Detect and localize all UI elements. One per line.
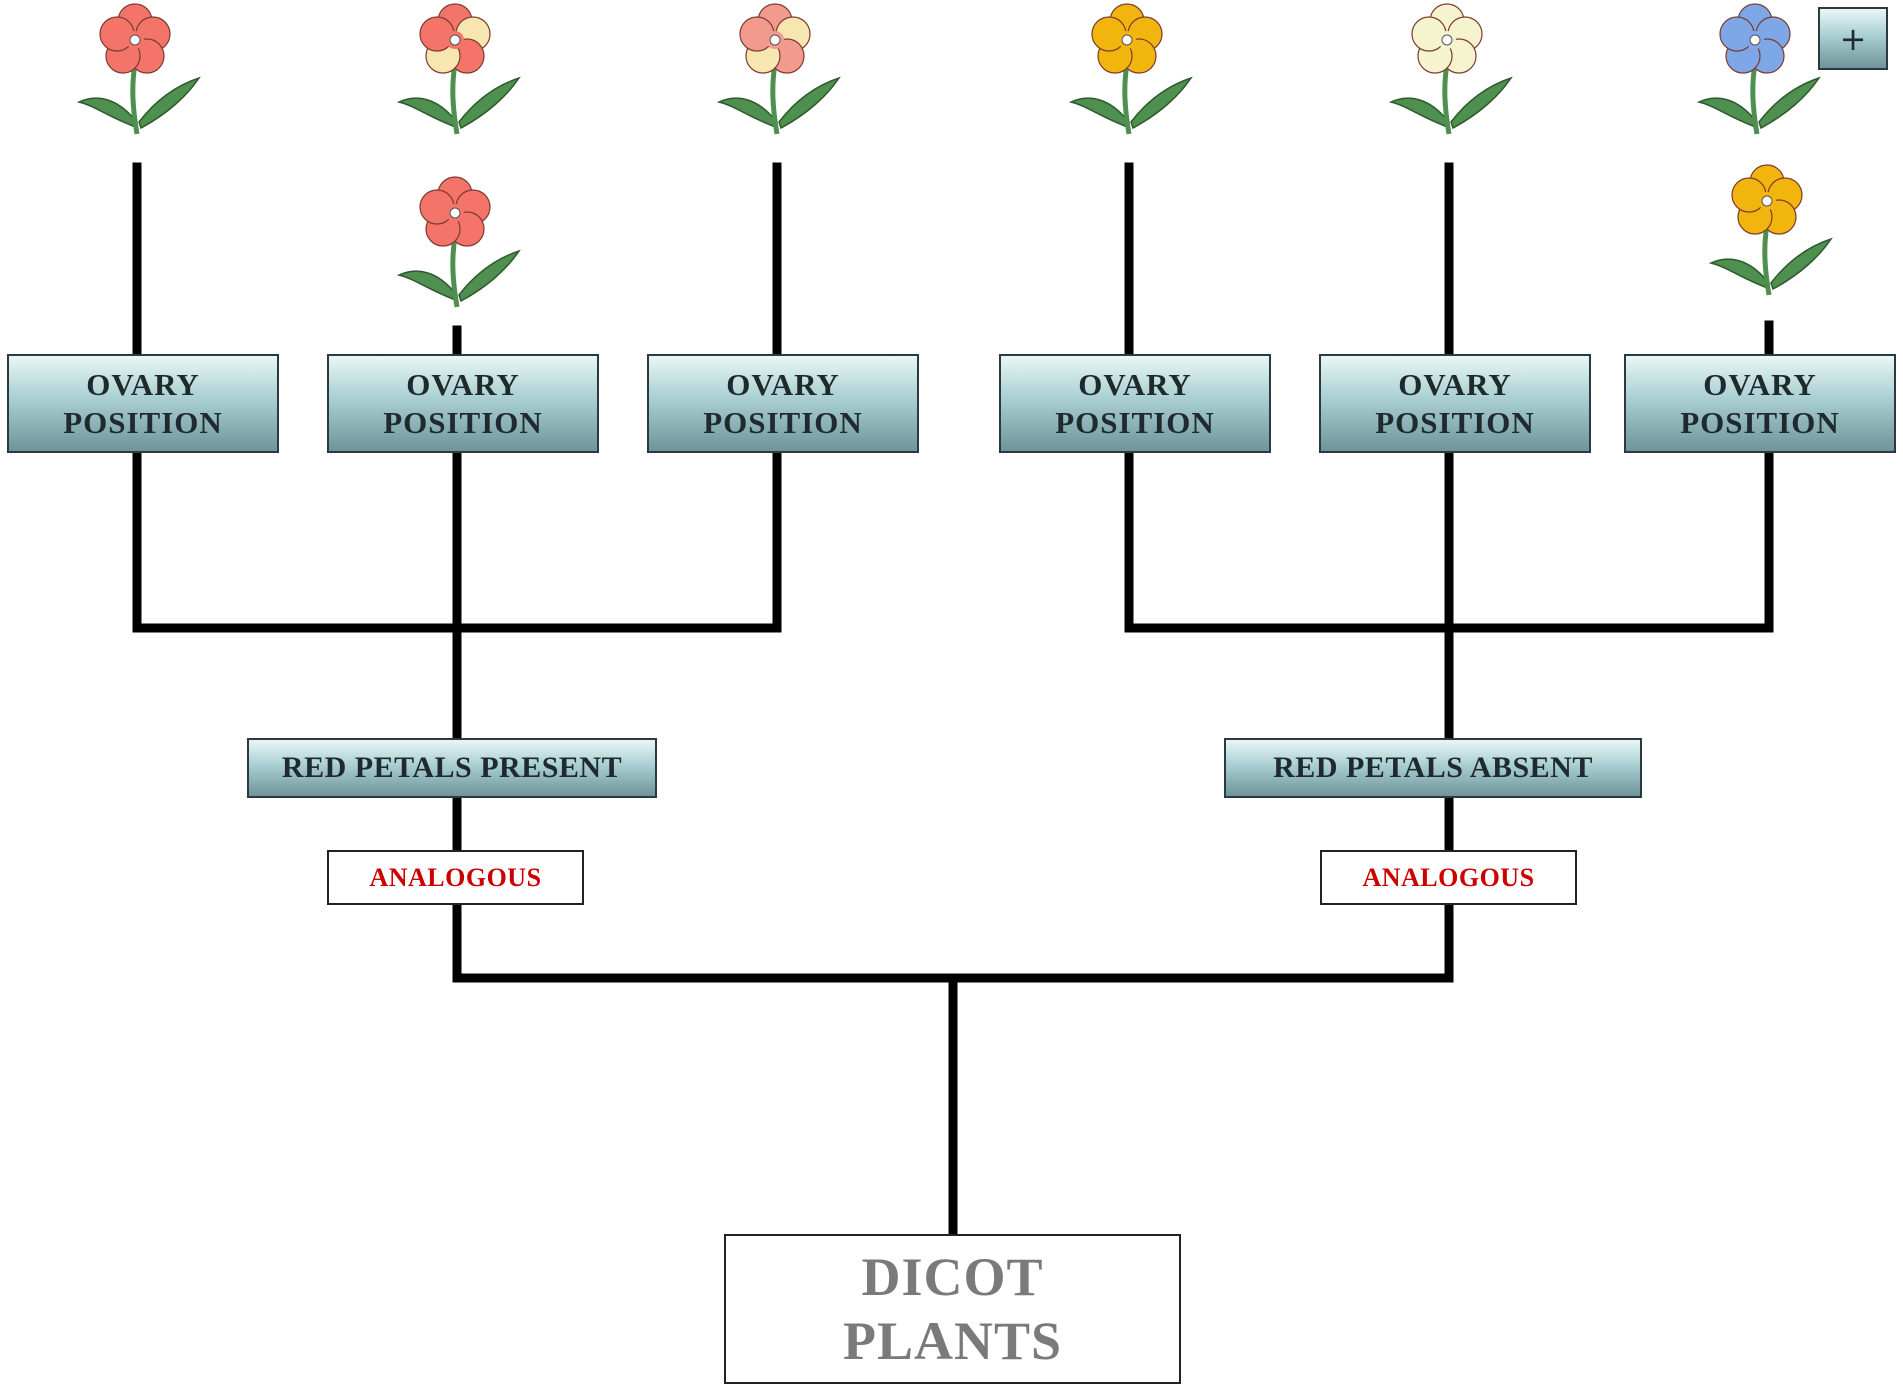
analogous-text: ANALOGOUS xyxy=(369,862,542,892)
node-label: OVARY xyxy=(406,366,520,402)
node-label: OVARY xyxy=(1078,366,1192,402)
node-label: OVARY xyxy=(1703,366,1817,402)
flower-4-icon xyxy=(716,3,841,135)
flower-8-icon xyxy=(1708,164,1833,296)
flower-2-icon xyxy=(396,3,521,135)
root-label: DICOT xyxy=(861,1247,1044,1307)
add-button[interactable]: + xyxy=(1818,7,1888,70)
node-label: POSITION xyxy=(383,404,543,440)
node-label: POSITION xyxy=(1055,404,1215,440)
node-label: POSITION xyxy=(1375,404,1535,440)
node-label: OVARY xyxy=(86,366,200,402)
flower-6-icon xyxy=(1388,3,1513,135)
node-label: POSITION xyxy=(63,404,223,440)
node-label: OVARY xyxy=(726,366,840,402)
node-label: RED PETALS ABSENT xyxy=(1273,751,1593,784)
plus-icon: + xyxy=(1839,19,1867,58)
node-label: POSITION xyxy=(1680,404,1840,440)
red-petals-absent-node[interactable]: RED PETALS ABSENT xyxy=(1224,738,1642,798)
node-label: RED PETALS PRESENT xyxy=(281,751,623,784)
analogous-label-left: ANALOGOUS xyxy=(327,850,584,905)
flower-7-icon xyxy=(1696,3,1821,135)
flower-1-icon xyxy=(76,3,201,135)
analogous-label-right: ANALOGOUS xyxy=(1320,850,1577,905)
root-label: PLANTS xyxy=(842,1311,1063,1371)
flower-5-icon xyxy=(1068,3,1193,135)
analogous-text: ANALOGOUS xyxy=(1362,862,1535,892)
node-label: POSITION xyxy=(703,404,863,440)
flower-3-icon xyxy=(396,176,521,308)
node-label: OVARY xyxy=(1398,366,1512,402)
red-petals-present-node[interactable]: RED PETALS PRESENT xyxy=(247,738,657,798)
